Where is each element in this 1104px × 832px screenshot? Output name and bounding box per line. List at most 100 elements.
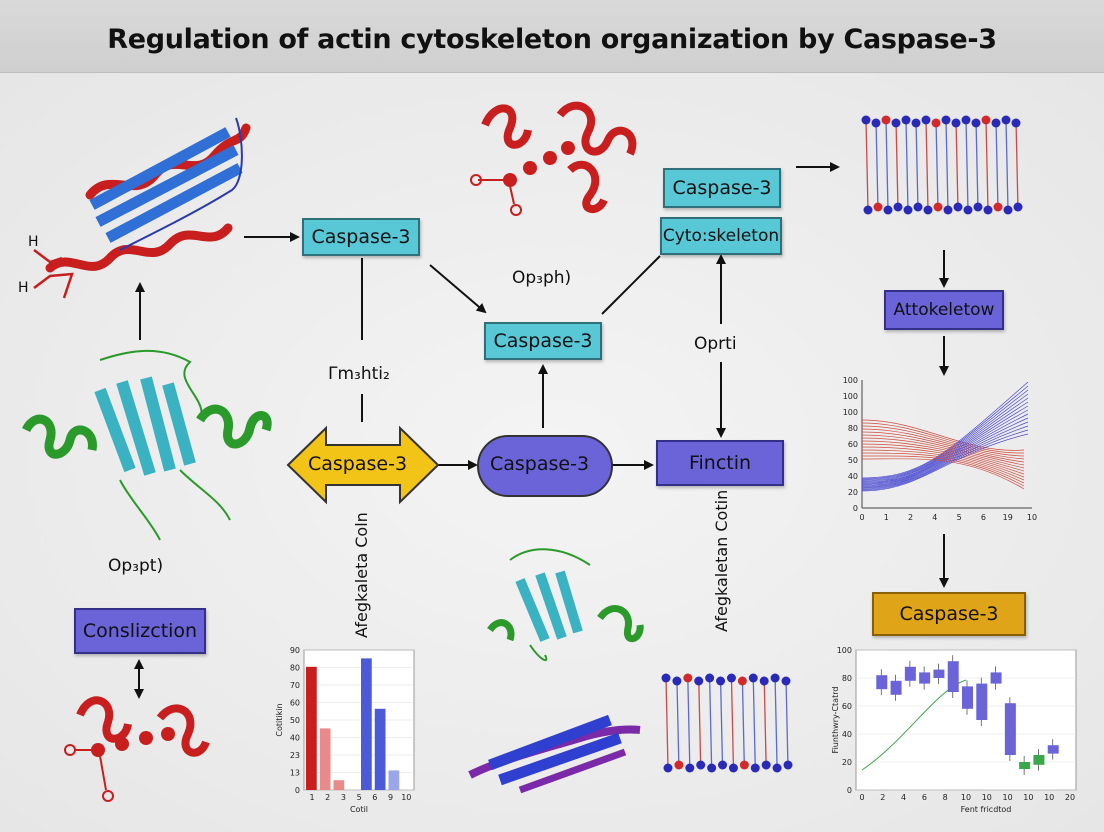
box-chart-xtick: 8 <box>943 793 948 802</box>
line-series-blue <box>861 405 1029 485</box>
caspase-3-center-label: Caspase-3 <box>493 330 593 352</box>
line-series-red <box>861 455 1025 487</box>
line-chart-ytick: 50 <box>848 456 858 465</box>
label-op3ph: Op₃ph) <box>512 268 572 288</box>
box <box>904 666 916 681</box>
bar-chart-xtick: 2 <box>325 793 330 802</box>
box-chart-ytick: 40 <box>842 730 852 739</box>
cytoskeleton-box[interactable]: Cyto:skeleton <box>660 217 782 255</box>
caspase-3-oval-label[interactable]: Caspase-3 <box>490 453 590 475</box>
box-chart-xtick: 6 <box>922 793 927 802</box>
purple-protein-bottom-icon <box>468 714 641 794</box>
caspase-3-arrow-label[interactable]: Caspase-3 <box>308 453 408 475</box>
caspase-3-top-right-box[interactable]: Caspase-3 <box>663 168 781 208</box>
line-series-blue <box>861 381 1029 479</box>
line-series-blue <box>861 425 1029 490</box>
line-series-red <box>861 458 1025 490</box>
bar-chart-xtick: 6 <box>372 793 377 802</box>
arrow-caspase-to-center <box>429 264 487 314</box>
line-series-red <box>861 428 1025 460</box>
bar-chart-ytick: 60 <box>290 699 300 708</box>
line-chart-ytick: 20 <box>848 488 858 497</box>
bar-chart-ytick: 50 <box>290 716 300 725</box>
box <box>1033 755 1045 765</box>
box <box>1019 762 1031 769</box>
line-chart-xtick: 19 <box>1003 513 1013 522</box>
box-chart-xtick: 2 <box>880 793 885 802</box>
box <box>1004 703 1016 755</box>
bar-chart-ylabel: Cotitikin <box>275 703 284 736</box>
line-chart-ytick: 0 <box>853 504 858 513</box>
bar-chart-xtick: 5 <box>357 793 362 802</box>
box-chart-plot-area <box>855 649 1077 791</box>
box <box>976 683 988 720</box>
box-chart-ytick: 0 <box>847 786 852 795</box>
svg-text:H: H <box>18 280 29 296</box>
green-teal-protein-icon <box>21 349 272 541</box>
box <box>947 661 959 692</box>
line-chart-xtick: 5 <box>957 513 962 522</box>
title-bar: Regulation of actin cytoskeleton organiz… <box>0 0 1104 73</box>
caspase-3-center-box[interactable]: Caspase-3 <box>484 322 602 360</box>
line-series-blue <box>861 417 1029 488</box>
line-series-red <box>861 446 1025 478</box>
box <box>890 680 902 695</box>
bar <box>319 728 331 790</box>
line-series-blue <box>861 389 1029 481</box>
bar-chart-ytick: 70 <box>290 681 300 690</box>
line-series-red <box>861 443 1025 475</box>
attokeletow-box[interactable]: Attokeletow <box>884 290 1004 330</box>
bar <box>306 666 317 790</box>
line-series-red <box>861 425 1025 457</box>
line-series-blue <box>861 429 1029 491</box>
line-chart-xtick: 4 <box>932 513 937 522</box>
finctin-box[interactable]: Finctin <box>656 440 784 486</box>
cytoskeleton-label: Cyto:skeleton <box>662 226 780 246</box>
label-oprti: Oprti <box>694 334 737 354</box>
attokeletow-label: Attokeletow <box>893 300 995 320</box>
red-blue-protein-icon: H H <box>18 117 251 299</box>
box-chart-xtick: 10 <box>961 793 971 802</box>
teal-protein-bottom-icon <box>487 548 644 662</box>
line-chart-ytick: 100 <box>843 376 858 385</box>
conslizction-box[interactable]: Conslizction <box>74 608 206 654</box>
line-series-blue <box>861 433 1029 492</box>
line-chart-ytick: 80 <box>848 424 858 433</box>
box <box>962 686 973 709</box>
box-chart-xtick: 10 <box>1044 793 1054 802</box>
red-chain-bottom-icon <box>64 696 210 802</box>
box <box>990 672 1002 684</box>
bar-chart-xtick: 10 <box>401 793 411 802</box>
box <box>919 672 931 684</box>
membrane-bottom-icon <box>661 673 793 773</box>
line-series-blue <box>861 409 1029 486</box>
box-chart-ytick: 20 <box>842 758 852 767</box>
caspase-3-left-box[interactable]: Caspase-3 <box>302 218 420 256</box>
line-series-red <box>861 419 1025 451</box>
line-series-blue <box>861 401 1029 484</box>
bar-chart-xlabel: Cotil <box>350 805 368 814</box>
line-chart-ytick: 100 <box>843 408 858 417</box>
box-chart-ytick: 80 <box>842 674 852 683</box>
line-center-to-cytoskeleton <box>601 255 661 315</box>
line-series-red <box>861 434 1025 466</box>
line-series-red <box>861 452 1025 484</box>
line-series-blue <box>861 413 1029 487</box>
caspase-3-bottom-right-box[interactable]: Caspase-3 <box>872 592 1026 636</box>
line-chart-xtick: 0 <box>859 513 864 522</box>
bar-chart-xtick: 1 <box>309 793 314 802</box>
bar-chart-ytick: 90 <box>290 646 300 655</box>
label-op3pt: Op₃pt) <box>108 556 164 576</box>
caspase-3-bottom-right-label: Caspase-3 <box>899 603 999 625</box>
line-series-red <box>861 431 1025 463</box>
line-chart-ytick: 40 <box>848 472 858 481</box>
line-chart-ytick: 100 <box>843 392 858 401</box>
line-chart-xtick: 1 <box>884 513 889 522</box>
svg-text:H: H <box>28 234 39 250</box>
